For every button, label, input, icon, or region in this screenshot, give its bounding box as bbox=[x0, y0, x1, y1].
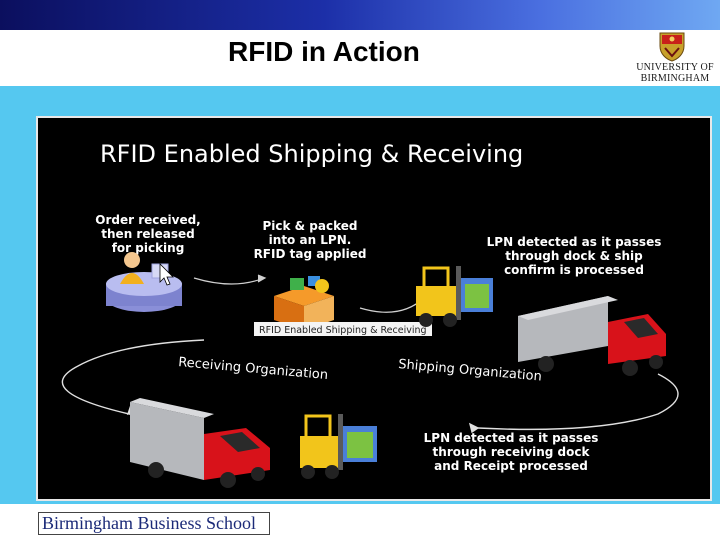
mouse-pointer-icon bbox=[159, 263, 174, 286]
step2-line1: Pick & packed bbox=[262, 219, 357, 233]
forklift-icon bbox=[300, 414, 377, 479]
receiving-organization-label: Receiving Organization bbox=[178, 355, 329, 383]
university-crest-icon bbox=[659, 32, 685, 62]
step4-line2: through receiving dock bbox=[433, 445, 591, 459]
package-icon bbox=[274, 276, 334, 330]
university-line2: BIRMINGHAM bbox=[640, 73, 710, 84]
step4-line1: LPN detected as it passes bbox=[424, 431, 599, 445]
step1-line1: Order received, bbox=[95, 213, 200, 227]
diagram-heading: RFID Enabled Shipping & Receiving bbox=[100, 140, 523, 168]
university-line1: UNIVERSITY OF bbox=[636, 62, 714, 73]
title-band bbox=[0, 30, 720, 86]
step1-line3: for picking bbox=[112, 241, 185, 255]
rfid-diagram: RFID Enabled Shipping & Receiving Order … bbox=[36, 116, 712, 501]
slide-title: RFID in Action bbox=[228, 36, 420, 67]
university-logo-text: UNIVERSITY OF BIRMINGHAM bbox=[632, 62, 718, 84]
step3-line1: LPN detected as it passes bbox=[487, 235, 662, 249]
truck-icon bbox=[518, 296, 666, 376]
caption-box bbox=[254, 322, 432, 336]
person-at-desk-icon bbox=[106, 252, 182, 312]
forklift-icon bbox=[416, 266, 493, 327]
step1-line2: then released bbox=[101, 227, 194, 241]
truck-icon bbox=[130, 398, 270, 488]
rfid-diagram-svg: RFID Enabled Shipping & Receiving Order … bbox=[61, 140, 679, 488]
step4-line3: and Receipt processed bbox=[434, 459, 588, 473]
step3-line2: through dock & ship bbox=[505, 249, 643, 263]
caption-text: RFID Enabled Shipping & Receiving bbox=[259, 325, 427, 336]
business-school-logo: Birmingham Business School bbox=[38, 512, 270, 535]
step3-line3: confirm is processed bbox=[504, 263, 644, 277]
step2-line3: RFID tag applied bbox=[254, 247, 367, 261]
step2-line2: into an LPN. bbox=[269, 233, 352, 247]
top-color-band bbox=[0, 0, 720, 34]
